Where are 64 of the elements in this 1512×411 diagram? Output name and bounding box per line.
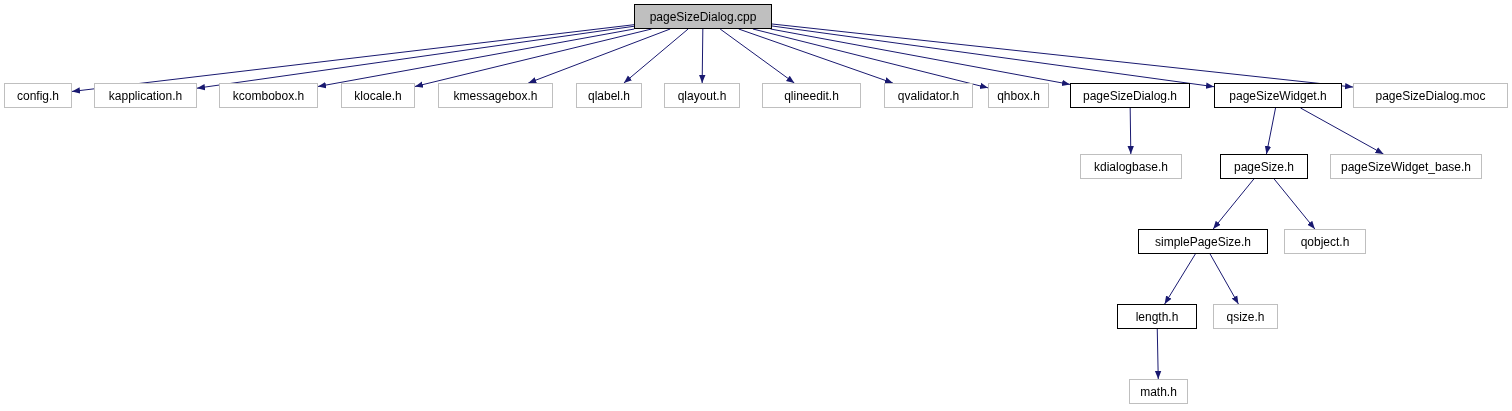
include-arrow [1127,107,1134,155]
include-arrow [699,28,706,84]
include-arrow [1154,328,1162,380]
file-name: kapplication.h [108,88,183,103]
file-box [1284,229,1366,254]
include-arrow [738,28,894,84]
include-arrow [317,28,635,89]
file-name: math.h [1140,384,1177,399]
file-box [1070,83,1190,108]
include-arrow [1164,253,1196,305]
include-arrow [1300,107,1384,155]
file-name: kdialogbase.h [1093,159,1169,174]
include-arrow [771,25,1215,89]
file-name: klocale.h [354,88,402,103]
file-box [438,83,553,108]
file-name: simplePageSize.h [1154,234,1252,249]
include-arrow [1264,107,1277,155]
include-arrow [527,28,671,84]
file-box [4,83,72,108]
file-name: kmessagebox.h [453,88,538,103]
file-box [988,83,1049,108]
include-arrow [1212,178,1255,230]
file-box [884,83,973,108]
include-arrow [1209,253,1239,305]
file-name: qvalidator.h [897,88,960,103]
file-box [1080,154,1182,179]
file-name: qlabel.h [587,88,630,103]
file-box [1330,154,1482,179]
file-box [762,83,861,108]
file-name: kcombobox.h [232,88,305,103]
file-name: pageSizeDialog.h [1082,88,1178,103]
include-arrow [752,28,989,89]
file-name: qlayout.h [677,88,727,103]
file-name: length.h [1135,309,1179,324]
file-box [1220,154,1308,179]
file-name: qobject.h [1300,234,1350,249]
file-box [1117,304,1197,329]
file-name: qhbox.h [997,88,1040,103]
file-box [1353,83,1508,108]
file-name: pageSizeDialog.moc [1375,88,1486,103]
file-box [1138,229,1268,254]
file-name: pageSizeWidget.h [1229,88,1327,103]
file-name: pageSizeWidget_base.h [1340,159,1472,174]
file-box [576,83,642,108]
file-name: pageSizeDialog.cpp [649,9,757,24]
file-box [634,4,772,29]
file-name: config.h [17,88,59,103]
include-arrow [1273,178,1316,230]
include-arrow [771,23,1354,90]
file-name: qlineedit.h [784,88,839,103]
file-name: pageSize.h [1233,159,1294,174]
file-box [664,83,740,108]
file-box [219,83,318,108]
file-box [1129,379,1188,404]
include-arrow [71,24,635,94]
file-box [1213,304,1278,329]
file-name: qsize.h [1226,309,1265,324]
file-box [94,83,197,108]
include-arrow [719,28,795,84]
include-arrow [770,28,1071,87]
file-box [1214,83,1342,108]
include-arrow [196,25,635,91]
include-arrow [623,28,689,84]
file-box [341,83,415,108]
